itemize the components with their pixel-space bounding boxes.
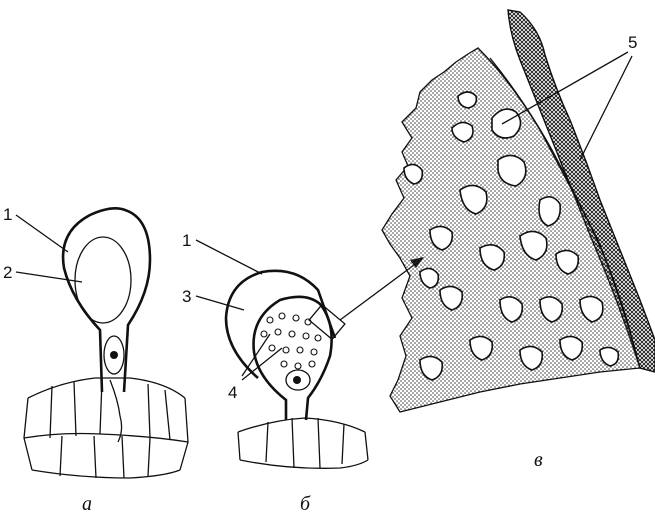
panel-b-zoom-box <box>309 305 345 340</box>
panel-b-cell-wall <box>254 297 332 420</box>
panel-c-label-5: 5 <box>628 33 637 52</box>
panel-a-hair-cell: 1 2 а <box>3 205 188 515</box>
panel-a-epidermis <box>24 378 188 478</box>
panel-a-vacuole <box>75 237 131 323</box>
panel-b-leader-1 <box>196 240 262 274</box>
panel-b-label-4: 4 <box>228 383 237 402</box>
panel-c-caption: в <box>534 449 543 471</box>
panel-a-nucleus <box>110 351 118 359</box>
panel-b-label-3: 3 <box>182 287 191 306</box>
panel-b-epidermis <box>238 418 368 468</box>
panel-b-hair-cell: 1 3 4 б <box>182 231 368 515</box>
panel-b-caption: б <box>300 493 311 515</box>
panel-a-leader-1 <box>16 215 68 252</box>
panel-b-secretion-droplets <box>261 313 321 369</box>
panel-b-leader-3 <box>196 296 244 310</box>
panel-b-label-1: 1 <box>182 231 191 250</box>
panel-c-leader-5b <box>580 56 632 160</box>
panel-a-leader-2 <box>16 272 82 282</box>
panel-c-magnified-wall: 5 в <box>382 10 655 471</box>
panel-a-label-2: 2 <box>3 263 12 282</box>
panel-a-cell-wall <box>63 208 150 392</box>
panel-a-caption: а <box>82 493 92 515</box>
panel-b-cuticle <box>226 271 335 378</box>
panel-b-nucleus <box>293 376 301 384</box>
panel-b-leader-4a <box>242 334 270 376</box>
panel-a-label-1: 1 <box>3 205 12 224</box>
